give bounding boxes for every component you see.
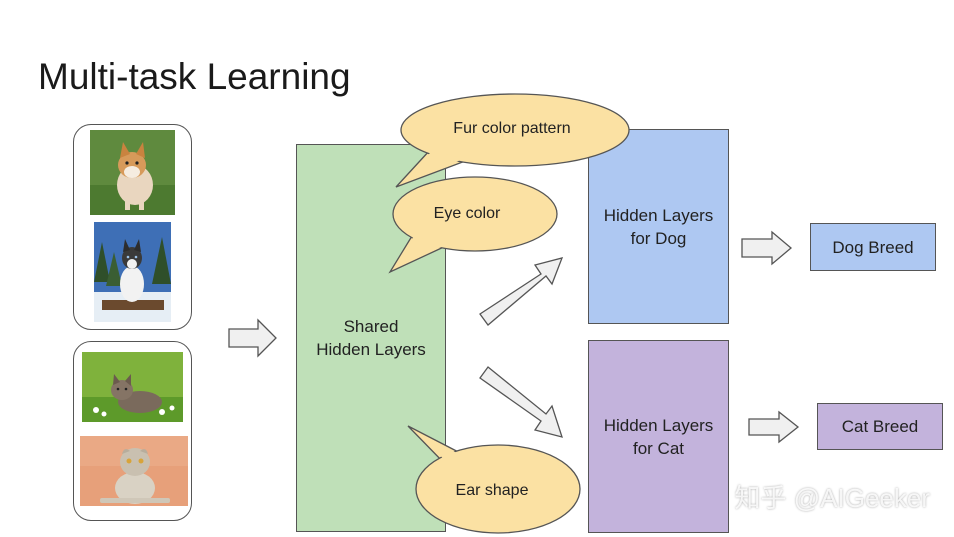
input-arrow-icon	[228, 318, 277, 358]
shared-hidden-layers: Shared Hidden Layers	[296, 144, 446, 532]
watermark: 知乎 @AIGeeker	[734, 483, 930, 513]
cat-output-arrow-icon	[748, 410, 800, 444]
dog-hidden-layers-label: Hidden Layers for Dog	[603, 205, 714, 248]
dog-hidden-layers: Hidden Layers for Dog	[588, 129, 729, 324]
cat-hidden-layers: Hidden Layers for Cat	[588, 340, 729, 533]
cat-breed-label: Cat Breed	[841, 417, 919, 436]
arrow-to-cat-icon	[479, 366, 563, 438]
cat-breed-output: Cat Breed	[817, 403, 943, 450]
cat-photo-scottish-fold	[80, 436, 188, 506]
dog-breed-label: Dog Breed	[832, 237, 914, 257]
cat-hidden-layers-label: Hidden Layers for Cat	[603, 415, 714, 458]
page-title: Multi-task Learning	[38, 56, 351, 97]
cat-photo-tabby	[82, 352, 183, 422]
eye-bubble-text: Eye color	[433, 205, 501, 222]
ear-bubble-text: Ear shape	[455, 482, 529, 499]
dog-output-arrow-icon	[741, 230, 793, 266]
fur-bubble-text: Fur color pattern	[453, 120, 571, 137]
dog-breed-output: Dog Breed	[810, 223, 936, 271]
shared-hidden-layers-label: Shared Hidden Layers	[316, 317, 426, 359]
dog-photo-husky	[94, 222, 171, 322]
arrow-to-dog-icon	[479, 257, 564, 326]
dog-photo-shiba	[90, 130, 175, 215]
